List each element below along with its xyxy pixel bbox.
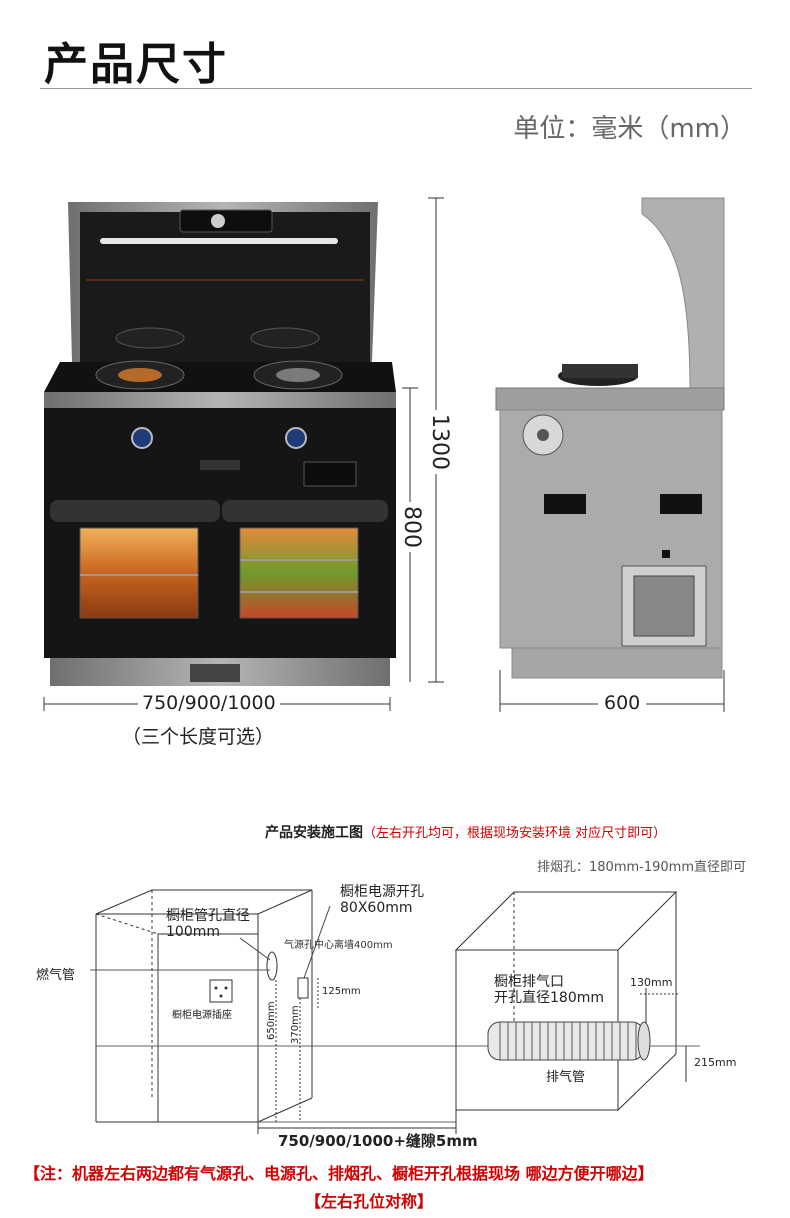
exhaust-port-label: 橱柜排气口开孔直径180mm xyxy=(494,974,604,1006)
height-total-label: 1300 xyxy=(418,410,458,480)
exhaust-pipe-icon xyxy=(487,1021,651,1061)
page-title: 产品尺寸 xyxy=(44,39,228,90)
install-title-note: （左右开孔均可，根据现场安装环境 对应尺寸即可） xyxy=(363,826,667,841)
exhaust-hole-note: 排烟孔：180mm-190mm直径即可 xyxy=(537,860,746,875)
unit-label: 单位：毫米（mm） xyxy=(513,114,746,144)
gas-pipe-label: 燃气管 xyxy=(36,968,76,983)
note-line-2: 【左右孔位对称】 xyxy=(305,1192,434,1211)
title-divider xyxy=(40,88,752,89)
depth-label: 600 xyxy=(598,692,647,714)
dim-215-label: 215mm xyxy=(694,1056,737,1069)
exhaust-pipe-label: 排气管 xyxy=(546,1070,586,1085)
stove-side xyxy=(495,197,725,679)
oven-window xyxy=(239,527,359,619)
install-title: 产品安装施工图（左右开孔均可，根据现场安装环境 对应尺寸即可） xyxy=(265,825,667,841)
burner-icon xyxy=(250,327,343,390)
vent-slot xyxy=(544,494,586,514)
dim-370-label: 370mm xyxy=(290,1005,301,1044)
socket-label: 橱柜电源插座 xyxy=(172,1010,232,1021)
dim-650-label: 650mm xyxy=(266,1001,277,1040)
knob-icon xyxy=(131,427,153,449)
height-body-label: 800 xyxy=(394,502,434,562)
vent-slot xyxy=(660,494,702,514)
install-diagram xyxy=(90,889,700,1134)
socket-icon xyxy=(209,979,233,1003)
front-view-drawing xyxy=(43,197,725,712)
light-strip xyxy=(100,238,338,244)
width-label: 750/900/1000 xyxy=(138,692,280,714)
knob-icon xyxy=(211,214,225,228)
knob-icon xyxy=(285,427,307,449)
width-note: （三个长度可选） xyxy=(122,726,275,748)
burner-icon xyxy=(95,327,185,390)
note-line-1: 【注：机器左右两边都有气源孔、电源孔、排烟孔、橱柜开孔根据现场 哪边方便开哪边】 xyxy=(24,1164,654,1183)
gas-center-label: 气源孔中心离墙400mm xyxy=(284,940,393,951)
bottom-width-label: 750/900/1000+缝隙5mm xyxy=(278,1132,478,1150)
dim-130-label: 130mm xyxy=(630,976,673,989)
stove-front xyxy=(44,202,396,686)
dim-125-label: 125mm xyxy=(322,986,361,997)
control-display xyxy=(179,209,273,233)
oven-window xyxy=(79,527,199,619)
